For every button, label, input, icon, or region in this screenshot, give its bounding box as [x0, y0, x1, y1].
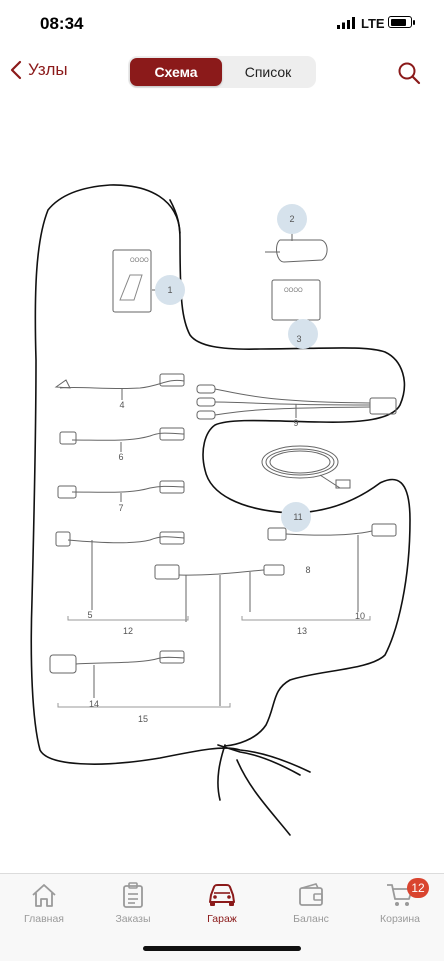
tab-garage[interactable]: Гараж — [178, 880, 266, 936]
svg-text:OOOO: OOOO — [284, 288, 303, 294]
view-segmented-control: Схема Список — [128, 56, 316, 88]
home-icon — [32, 884, 56, 907]
callout-6: 6 — [118, 452, 123, 462]
nav-bar: Узлы Схема Список — [0, 50, 444, 96]
callout-3-highlight — [288, 319, 318, 349]
car-icon — [209, 884, 235, 906]
parts-diagram[interactable]: OOOO OOOO — [0, 100, 444, 870]
network-type: LTE — [361, 16, 385, 31]
tab-home[interactable]: Главная — [0, 880, 88, 936]
svg-text:OOOO: OOOO — [130, 258, 149, 264]
callout-11-highlight — [281, 502, 311, 532]
part-14-adapter[interactable] — [49, 650, 185, 698]
callout-4: 4 — [119, 400, 124, 410]
orders-icon — [123, 882, 143, 908]
callout-9: 9 — [293, 418, 298, 428]
group-brackets — [57, 616, 371, 708]
tab-balance-label: Баланс — [293, 913, 329, 925]
part-1-sticker[interactable]: OOOO — [112, 249, 164, 313]
callout-7: 7 — [118, 503, 123, 513]
callout-15: 15 — [138, 714, 148, 724]
segment-scheme[interactable]: Схема — [130, 58, 222, 86]
hand-drawn-outline — [30, 184, 411, 836]
callout-10: 10 — [355, 611, 365, 621]
tab-cart[interactable]: 12 Корзина — [356, 878, 444, 936]
tab-orders-label: Заказы — [115, 913, 151, 925]
callout-2-highlight — [277, 204, 307, 234]
chevron-left-icon — [10, 60, 22, 80]
wallet-icon — [299, 883, 323, 906]
part-8-10-cables[interactable] — [91, 523, 397, 706]
cable-group[interactable] — [54, 373, 185, 547]
search-icon[interactable] — [397, 61, 421, 85]
part-9-rca-cable[interactable] — [196, 384, 397, 420]
tab-home-label: Главная — [24, 913, 64, 925]
battery-icon — [388, 16, 415, 28]
status-bar: 08:34 LTE — [0, 0, 444, 50]
back-button[interactable]: Узлы — [10, 60, 68, 80]
cart-badge: 12 — [407, 878, 429, 898]
callout-1: 1 — [167, 285, 172, 295]
callout-labels: 1 2 3 4 5 6 7 8 9 10 11 12 13 14 15 — [87, 204, 365, 724]
callout-13: 13 — [297, 626, 307, 636]
status-time: 08:34 — [40, 14, 84, 33]
callout-8: 8 — [305, 565, 310, 575]
callout-5: 5 — [87, 610, 92, 620]
segment-list[interactable]: Список — [244, 64, 292, 80]
signal-icon — [337, 17, 355, 29]
callout-3: 3 — [296, 334, 301, 344]
part-2-key[interactable] — [265, 232, 328, 263]
callout-12: 12 — [123, 626, 133, 636]
tab-balance[interactable]: Баланс — [267, 880, 355, 936]
tab-orders[interactable]: Заказы — [89, 880, 177, 936]
tab-cart-label: Корзина — [380, 913, 420, 925]
callout-14: 14 — [89, 699, 99, 709]
callout-11: 11 — [293, 512, 302, 522]
back-label: Узлы — [28, 60, 68, 79]
home-indicator — [143, 946, 301, 951]
callout-1-highlight — [155, 275, 185, 305]
part-11-coiled-cable[interactable] — [261, 445, 351, 489]
tab-garage-label: Гараж — [207, 913, 237, 925]
callout-2: 2 — [289, 214, 294, 224]
